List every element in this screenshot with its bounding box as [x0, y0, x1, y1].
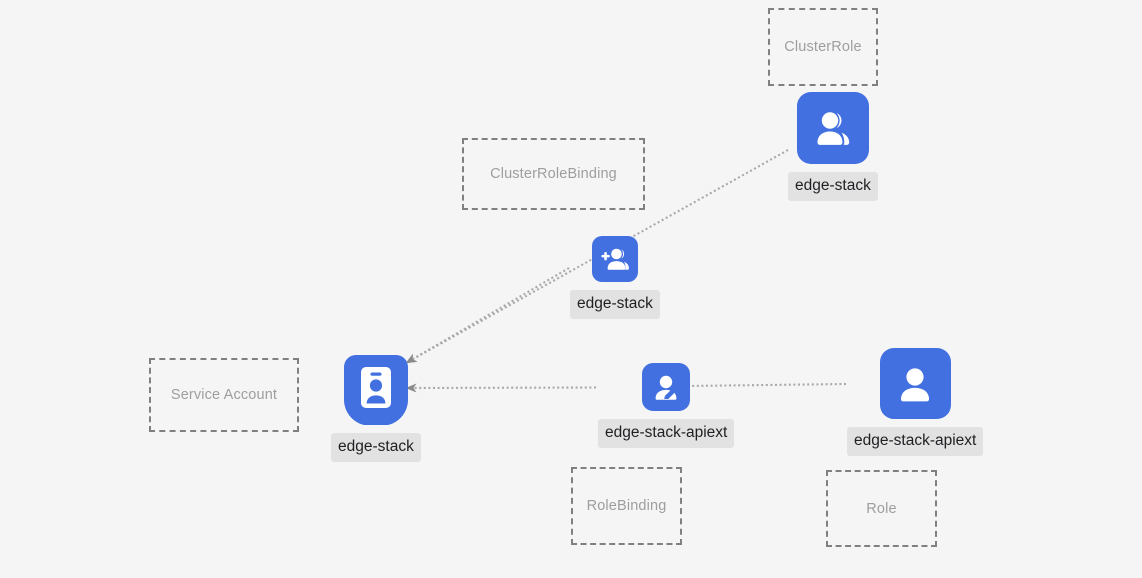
group-people-icon [817, 112, 850, 145]
kind-label: ClusterRole [784, 39, 862, 55]
serviceaccount-node-icon[interactable] [343, 355, 408, 426]
rolebinding-node-icon[interactable] [642, 363, 691, 411]
edge-rolebinding-to-serviceaccount [405, 383, 597, 393]
clusterrole-node-icon[interactable] [796, 92, 869, 164]
edge-clusterrolebinding-to-serviceaccount [405, 267, 570, 364]
kind-label: Role [866, 500, 897, 517]
role-node-icon[interactable] [879, 348, 951, 419]
kind-box-rolebinding: RoleBinding [571, 467, 682, 545]
node-label: edge-stack [788, 172, 878, 201]
kind-box-clusterrole: ClusterRole [768, 8, 878, 86]
id-badge-shield-icon [343, 355, 408, 426]
node-label: edge-stack-apiext [847, 427, 984, 456]
node-label: edge-stack [570, 290, 660, 319]
kind-label: Service Account [170, 387, 278, 403]
clusterrolebinding-node-icon[interactable] [591, 236, 638, 282]
node-rolebinding[interactable]: edge-stack-apiext [598, 363, 735, 448]
kind-label: ClusterRoleBinding [490, 166, 617, 182]
kind-box-role: Role [826, 470, 937, 547]
node-clusterrole[interactable]: edge-stack [788, 92, 878, 201]
kind-box-clusterrolebinding: ClusterRoleBinding [462, 138, 645, 210]
person-edit-icon [655, 375, 677, 400]
node-label: edge-stack [331, 433, 421, 462]
person-icon [901, 367, 930, 401]
node-service-account[interactable]: edge-stack [331, 355, 421, 462]
group-add-person-icon [601, 248, 629, 270]
kind-box-service-account: Service Account [149, 358, 299, 432]
node-label: edge-stack-apiext [598, 419, 735, 448]
node-clusterrolebinding[interactable]: edge-stack [570, 236, 660, 319]
kind-label: RoleBinding [586, 498, 667, 514]
node-role[interactable]: edge-stack-apiext [847, 348, 984, 456]
